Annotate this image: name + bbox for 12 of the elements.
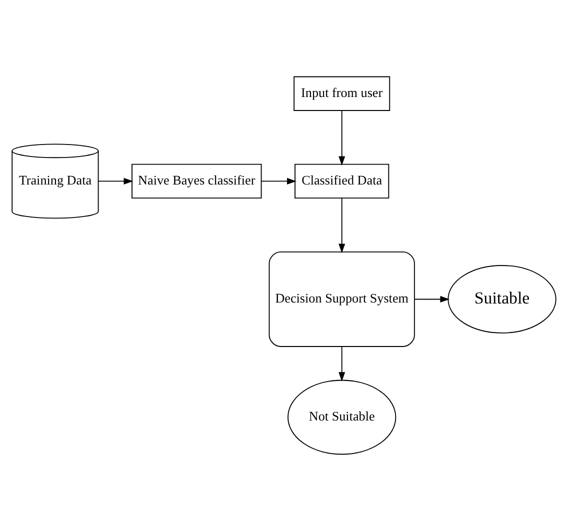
arrow [98,177,134,184]
arrow [260,177,296,184]
node-ellipse: Suitable [448,264,556,333]
node-ellipse: Not Suitable [288,379,396,454]
node-box: Classified Data [294,163,390,198]
arrow [338,197,346,253]
arrow [414,295,450,302]
node-box: Naive Bayes classifier [132,163,262,198]
node-box: Decision Support System [268,250,415,346]
arrow [338,346,346,382]
node-box: Input from user [294,76,390,110]
arrow [338,110,346,166]
